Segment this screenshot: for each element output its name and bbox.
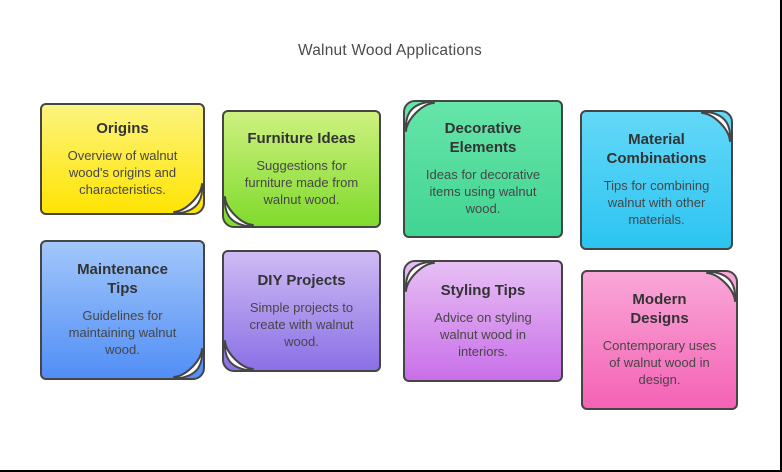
note-body: Overview of walnut wood's origins and ch… — [67, 147, 178, 198]
sticky-note-diy-projects: DIY Projects Simple projects to create w… — [222, 250, 381, 372]
diagram-title: Walnut Wood Applications — [297, 42, 482, 59]
sticky-note-styling-tips: Styling Tips Advice on styling walnut wo… — [403, 260, 563, 382]
page-curl-icon — [404, 261, 435, 292]
note-title: Maintenance Tips — [77, 261, 168, 297]
page-curl-icon — [223, 340, 254, 371]
note-title: Origins — [96, 119, 149, 137]
note-title: Decorative Elements — [444, 120, 522, 156]
sticky-note-origins: Origins Overview of walnut wood's origin… — [40, 103, 205, 215]
note-title: DIY Projects — [257, 271, 346, 289]
note-title: Material Combinations — [606, 131, 707, 167]
sticky-note-decorative-elements: Decorative Elements Ideas for decorative… — [403, 100, 563, 238]
page-curl-icon — [173, 348, 204, 379]
note-body: Ideas for decorative items using walnut … — [425, 167, 541, 217]
page-curl-icon — [701, 111, 732, 142]
page-curl-icon — [404, 101, 435, 132]
note-body: Simple projects to create with walnut wo… — [249, 299, 354, 350]
note-body: Tips for combining walnut with other mat… — [603, 178, 710, 228]
sticky-note-modern-designs: Modern Designs Contemporary uses of waln… — [581, 270, 738, 410]
sticky-note-material-combinations: Material Combinations Tips for combining… — [580, 110, 733, 250]
sticky-note-maintenance-tips: Maintenance Tips Guidelines for maintain… — [40, 240, 205, 380]
note-title: Styling Tips — [440, 281, 526, 299]
note-body: Guidelines for maintaining walnut wood. — [68, 308, 177, 358]
note-body: Contemporary uses of walnut wood in desi… — [602, 338, 717, 388]
note-body: Suggestions for furniture made from waln… — [244, 157, 359, 208]
page-curl-icon — [706, 271, 737, 302]
note-title: Modern Designs — [630, 291, 689, 327]
sticky-note-furniture-ideas: Furniture Ideas Suggestions for furnitur… — [222, 110, 381, 228]
page-curl-icon — [173, 183, 204, 214]
page-curl-icon — [223, 196, 254, 227]
note-title: Furniture Ideas — [247, 129, 356, 147]
note-body: Advice on styling walnut wood in interio… — [434, 309, 532, 360]
